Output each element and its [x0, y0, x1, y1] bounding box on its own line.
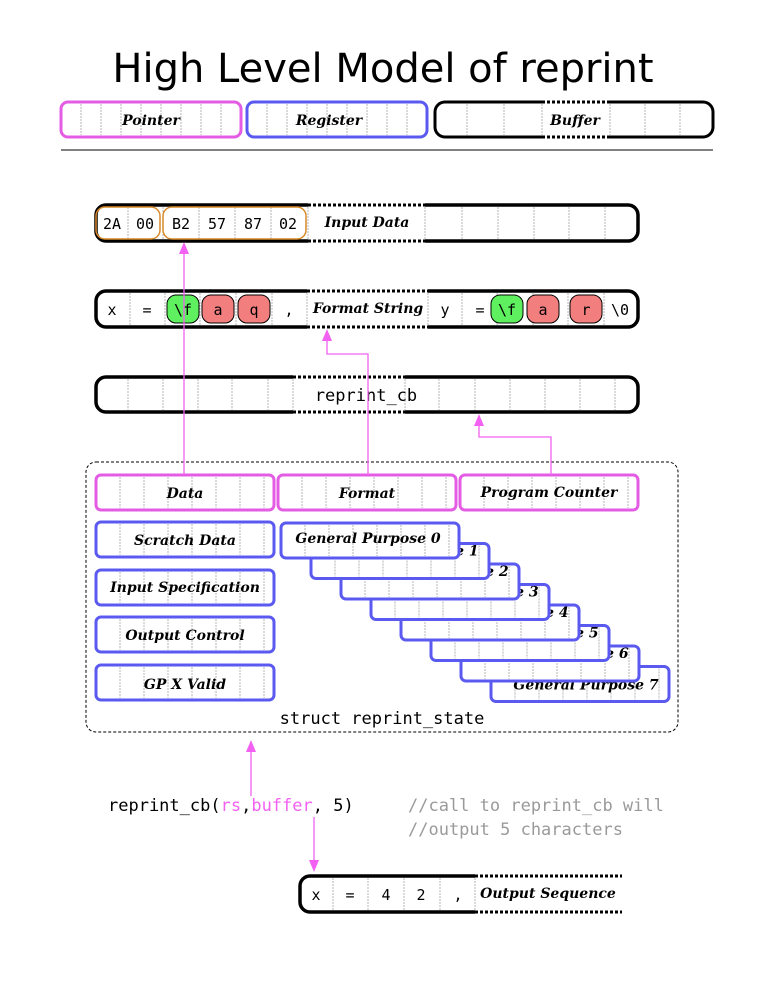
- output-char: 2: [416, 886, 425, 904]
- arrow-pc-to-cb: [478, 425, 552, 475]
- byte-group-2: [162, 206, 307, 240]
- input-byte: 57: [208, 215, 226, 233]
- arrowhead-icon: [309, 860, 319, 872]
- format-char: \f: [174, 301, 192, 319]
- reprint-cb-label: reprint_cb: [315, 386, 417, 406]
- input-byte: 00: [136, 215, 154, 233]
- arrowhead-icon: [246, 740, 256, 752]
- arrowhead-icon: [322, 329, 332, 341]
- comment-line-1: //call to reprint_cb will: [408, 796, 664, 816]
- format-char: ,: [284, 301, 293, 319]
- pointer-format: Format: [276, 473, 458, 512]
- pointer-program-counter: Program Counter: [458, 473, 640, 512]
- legend: Pointer Register Buffer: [59, 100, 715, 139]
- call-rest: , 5): [313, 796, 354, 816]
- output-sequence-buffer: x = 4 2 , Output Sequence: [298, 874, 622, 914]
- format-string-buffer: x = \f a q , Format String y = \f a r \0: [94, 289, 640, 329]
- call-arg-buffer: buffer: [251, 796, 312, 816]
- arg-token-bg: [526, 294, 560, 324]
- pointer-data-label: Data: [166, 486, 204, 502]
- output-sequence-label: Output Sequence: [480, 886, 616, 902]
- register-input-specification: Input Specification: [94, 568, 276, 607]
- format-char: a: [538, 301, 547, 319]
- general-purpose-label: General Purpose 0: [295, 531, 440, 547]
- legend-buffer: Buffer: [433, 100, 715, 139]
- format-char: =: [142, 301, 151, 319]
- format-char: a: [213, 301, 222, 319]
- reprint-cb-buffer: reprint_cb: [94, 375, 640, 414]
- call-sep: ,: [241, 796, 251, 816]
- output-char: 4: [381, 886, 390, 904]
- format-char: r: [581, 301, 590, 319]
- comment-line-2: //output 5 characters: [408, 820, 623, 840]
- input-byte: 87: [244, 215, 262, 233]
- call-arg-rs: rs: [221, 796, 241, 816]
- input-data-label: Input Data: [324, 215, 410, 231]
- pointer-format-label: Format: [338, 486, 396, 502]
- arrows: [179, 242, 552, 872]
- format-char: =: [475, 301, 484, 319]
- input-byte: 02: [279, 215, 297, 233]
- legend-buffer-label: Buffer: [549, 113, 601, 129]
- output-char: =: [345, 886, 354, 904]
- legend-register: Register: [245, 100, 429, 139]
- escape-token-bg: [166, 294, 200, 324]
- register-label: GP X Valid: [144, 677, 226, 693]
- escape-token-bg: [490, 294, 524, 324]
- format-char: \0: [611, 301, 629, 319]
- register-output-control: Output Control: [94, 615, 276, 654]
- struct-reprint-state: [85, 461, 679, 733]
- legend-pointer-label: Pointer: [121, 113, 181, 129]
- output-char: x: [311, 886, 320, 904]
- input-byte: 2A: [103, 215, 121, 233]
- arg-token-bg: [201, 294, 235, 324]
- format-char: \f: [498, 301, 516, 319]
- input-data-buffer: 2A 00 B2 57 87 02 Input Data: [94, 203, 640, 243]
- register-label: Output Control: [125, 628, 244, 644]
- register-gp-x-valid: GP X Valid: [94, 663, 276, 702]
- pointer-program-counter-label: Program Counter: [480, 485, 619, 501]
- register-label: Scratch Data: [134, 533, 236, 549]
- struct-label: struct reprint_state: [280, 709, 485, 729]
- output-char: ,: [453, 886, 462, 904]
- register-scratch-data: Scratch Data: [94, 520, 276, 559]
- call-expression: reprint_cb(rs,buffer, 5): [108, 796, 354, 816]
- input-byte: B2: [172, 215, 190, 233]
- register-label: Input Specification: [109, 580, 260, 596]
- arrowhead-icon: [474, 414, 484, 426]
- format-string-label: Format String: [312, 301, 424, 317]
- format-char: x: [107, 301, 116, 319]
- arrow-format-to-string: [326, 340, 369, 475]
- legend-register-label: Register: [295, 113, 364, 129]
- arrowhead-icon: [179, 242, 189, 254]
- legend-pointer: Pointer: [59, 100, 243, 139]
- format-char: y: [440, 301, 449, 319]
- arg-token-bg: [237, 294, 271, 324]
- general-purpose-registers: General Purpose 7General Purpose 6Genera…: [279, 521, 671, 703]
- arg-token-bg: [569, 294, 603, 324]
- byte-group-1: [95, 206, 161, 240]
- call-fn: reprint_cb(: [108, 796, 221, 816]
- pointer-data: Data: [94, 473, 276, 512]
- general-purpose-register-0: General Purpose 0: [279, 521, 461, 560]
- page-title: High Level Model of reprint: [112, 46, 653, 92]
- format-char: q: [249, 301, 258, 319]
